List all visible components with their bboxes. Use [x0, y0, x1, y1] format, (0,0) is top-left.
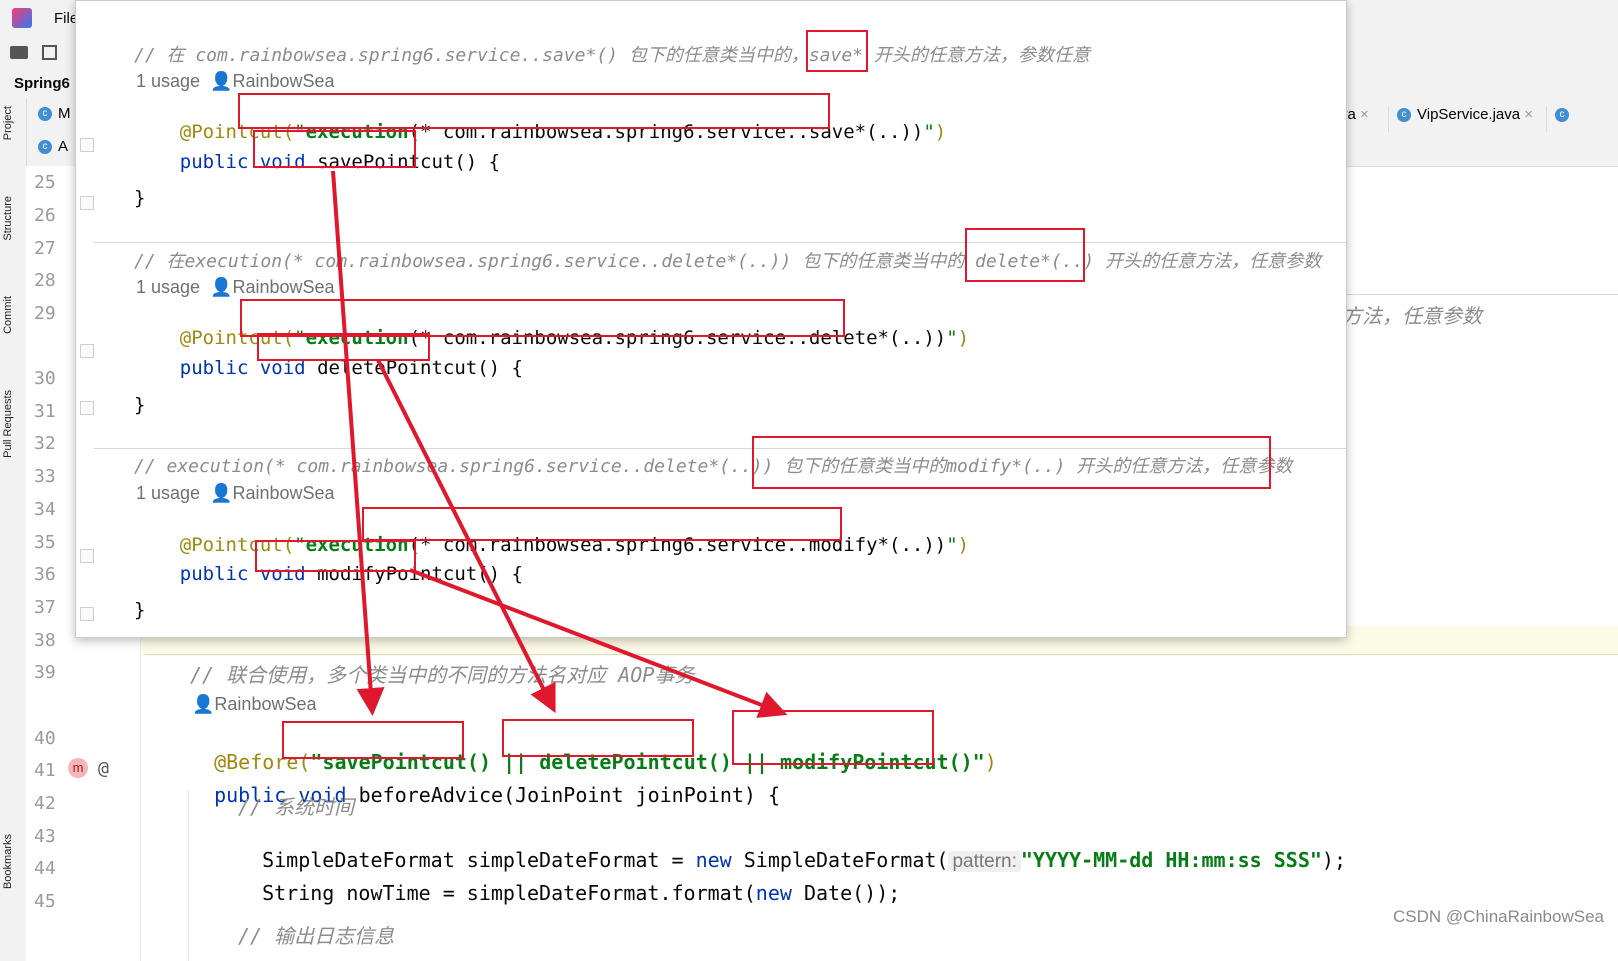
behind-divider [145, 654, 1618, 655]
code-line-42-comment: // 系统时间 [238, 795, 355, 819]
close-tab-icon[interactable]: × [1524, 106, 1534, 123]
line-number: 45 [34, 891, 56, 912]
brace-close: } [134, 187, 146, 209]
usage-hint[interactable]: 1 usage 👤RainbowSea [136, 71, 335, 91]
class-icon: c [1397, 108, 1411, 123]
behind-divider [1345, 294, 1618, 295]
comment-save: // 在 com.rainbowsea.spring6.service..sav… [134, 45, 1090, 66]
code-line-46-comment: // 输出日志信息 [238, 924, 395, 948]
line-number: 40 [34, 728, 56, 749]
line-number: 37 [34, 597, 56, 618]
highlight-box [502, 719, 694, 757]
before-pointcut-expression: "savePointcut() || deletePointcut() || m… [310, 750, 985, 774]
fold-marker-icon[interactable] [80, 196, 94, 210]
line-number: 44 [34, 858, 56, 879]
code-line-40[interactable]: @Before("savePointcut() || deletePointcu… [214, 750, 997, 774]
tool-pull-requests[interactable]: Pull Requests [2, 390, 14, 458]
line-number: 38 [34, 630, 56, 651]
user-icon: 👤 [192, 694, 215, 714]
project-name[interactable]: Spring6 [14, 75, 70, 92]
highlight-box [752, 436, 1271, 489]
line-number: 27 [34, 238, 56, 259]
block-divider [94, 448, 1346, 449]
line-number: 39 [34, 662, 56, 683]
fold-marker-icon[interactable] [80, 401, 94, 415]
pointcut-delete-annotation[interactable]: @Pointcut("execution(* com.rainbowsea.sp… [179, 327, 970, 349]
close-tab-icon[interactable]: × [1360, 106, 1369, 123]
code-line-43[interactable]: SimpleDateFormat simpleDateFormat = new … [262, 848, 1347, 872]
highlight-box [253, 130, 416, 168]
parameter-hint: pattern: [948, 851, 1021, 872]
save-all-icon[interactable] [42, 45, 57, 60]
tool-structure[interactable]: Structure [2, 196, 14, 241]
block-divider [94, 242, 1346, 243]
brace-close: } [134, 394, 146, 416]
line-number: 33 [34, 466, 56, 487]
line-number: 32 [34, 433, 56, 454]
highlight-box [282, 721, 464, 759]
class-icon: c [1555, 108, 1569, 123]
line-number: 28 [34, 270, 56, 291]
pointcut-definitions-popup[interactable]: // 在 com.rainbowsea.spring6.service..sav… [75, 0, 1347, 638]
code-line-41[interactable]: public void beforeAdvice(JoinPoint joinP… [214, 783, 781, 807]
tool-commit[interactable]: Commit [2, 296, 14, 334]
fold-marker-icon[interactable] [80, 344, 94, 358]
line-number: 26 [34, 205, 56, 226]
open-folder-icon[interactable] [10, 46, 28, 59]
line-number: 35 [34, 532, 56, 553]
fold-marker-icon[interactable] [80, 549, 94, 563]
line-number: 34 [34, 499, 56, 520]
highlight-box [362, 507, 842, 541]
behind-comment-fragment: 方法，任意参数 [1342, 304, 1482, 328]
menu-file[interactable]: File [54, 10, 79, 27]
line-number: 29 [34, 303, 56, 324]
highlight-box [806, 30, 868, 72]
highlight-box [732, 710, 934, 765]
user-icon: 👤 [210, 277, 233, 297]
tool-project[interactable]: Project [2, 106, 14, 141]
code-line-44[interactable]: String nowTime = simpleDateFormat.format… [262, 881, 901, 905]
indent-guide [188, 790, 189, 961]
tool-window-strip: Project Structure Commit Pull Requests B… [0, 98, 27, 961]
watermark: CSDN @ChinaRainbowSea [1393, 907, 1604, 926]
comment-delete: // 在execution(* com.rainbowsea.spring6.s… [134, 251, 1322, 272]
tab-next[interactable]: c [1546, 106, 1575, 132]
line-number: 31 [34, 401, 56, 422]
line-number: 36 [34, 564, 56, 585]
user-icon: 👤 [210, 71, 233, 91]
highlight-box [965, 228, 1085, 282]
author-hint: 👤RainbowSea [192, 694, 317, 714]
tool-bookmarks[interactable]: Bookmarks [2, 834, 14, 890]
line-number: 25 [34, 172, 56, 193]
line-number: 42 [34, 793, 56, 814]
line-number: 43 [34, 826, 56, 847]
brace-close: } [134, 599, 146, 621]
highlight-box [240, 299, 845, 337]
highlight-box [255, 540, 416, 572]
usage-hint[interactable]: 1 usage 👤RainbowSea [136, 483, 335, 503]
fold-marker-icon[interactable] [80, 607, 94, 621]
highlight-box [238, 93, 830, 129]
code-line-39-comment: // 联合使用，多个类当中的不同的方法名对应 AOP事务 [190, 663, 695, 687]
line-number: 41 [34, 760, 56, 781]
user-icon: 👤 [210, 483, 233, 503]
highlight-box [257, 333, 430, 361]
fold-marker-icon[interactable] [80, 138, 94, 152]
usage-hint[interactable]: 1 usage 👤RainbowSea [136, 277, 335, 297]
class-icon: c [38, 107, 52, 122]
class-icon: c [38, 140, 52, 155]
intellij-logo-icon[interactable] [12, 8, 32, 28]
method-override-icon[interactable]: m [68, 758, 88, 778]
at-symbol-icon[interactable]: @ [98, 758, 109, 779]
line-number: 30 [34, 368, 56, 389]
